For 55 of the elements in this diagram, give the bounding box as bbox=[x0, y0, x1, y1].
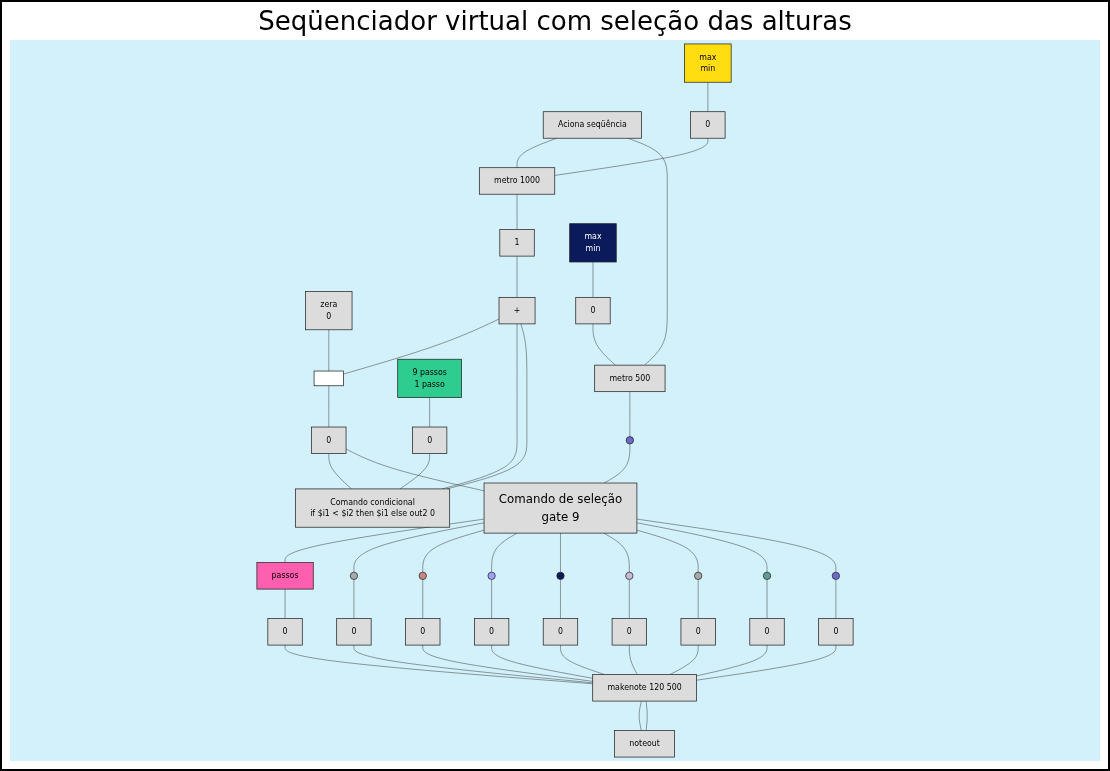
node-circle bbox=[763, 571, 772, 580]
connector bbox=[560, 579, 561, 619]
node-circle bbox=[625, 571, 634, 580]
connector bbox=[284, 644, 593, 685]
node-circle bbox=[418, 571, 427, 580]
connector bbox=[696, 644, 768, 677]
connector bbox=[707, 82, 709, 112]
connector bbox=[491, 579, 492, 619]
connector bbox=[636, 529, 699, 573]
connector bbox=[343, 318, 500, 375]
node-circle bbox=[831, 571, 840, 580]
connector bbox=[422, 644, 593, 682]
diagram-title: Seqüenciador virtual com seleção das alturas bbox=[257, 6, 853, 36]
connector bbox=[491, 644, 593, 679]
connector bbox=[328, 329, 330, 372]
connector bbox=[592, 323, 616, 366]
connector bbox=[636, 518, 837, 573]
connector bbox=[669, 644, 699, 675]
connector bbox=[603, 443, 631, 484]
connector bbox=[284, 588, 286, 619]
connector bbox=[353, 522, 485, 573]
connector bbox=[629, 391, 631, 437]
connector bbox=[629, 644, 638, 675]
node-circle bbox=[625, 436, 634, 445]
connector bbox=[638, 700, 642, 731]
connector bbox=[645, 700, 648, 731]
connector bbox=[429, 397, 430, 428]
connector bbox=[766, 579, 768, 619]
node-circle bbox=[487, 571, 496, 580]
connector bbox=[554, 138, 709, 176]
connector bbox=[835, 579, 837, 619]
connector bbox=[560, 532, 561, 573]
connector bbox=[592, 261, 594, 298]
connector bbox=[422, 529, 485, 573]
connector bbox=[516, 255, 518, 298]
connector bbox=[516, 193, 518, 230]
connector bbox=[422, 579, 423, 619]
connector bbox=[629, 579, 630, 619]
connector bbox=[353, 579, 355, 619]
node-bar bbox=[313, 370, 344, 387]
connector bbox=[399, 453, 430, 490]
connector bbox=[353, 644, 593, 684]
connector bbox=[603, 532, 630, 573]
node-circle bbox=[349, 571, 358, 580]
connector bbox=[697, 579, 699, 619]
connector bbox=[284, 518, 485, 563]
connector bbox=[636, 522, 768, 573]
node-box: Comando de seleção gate 9 bbox=[483, 482, 638, 534]
connector bbox=[328, 453, 352, 490]
connector bbox=[345, 448, 485, 492]
connector bbox=[696, 644, 837, 681]
connector bbox=[328, 385, 330, 428]
connector bbox=[491, 532, 518, 573]
node-circle bbox=[694, 571, 703, 580]
node-circle bbox=[556, 571, 565, 580]
